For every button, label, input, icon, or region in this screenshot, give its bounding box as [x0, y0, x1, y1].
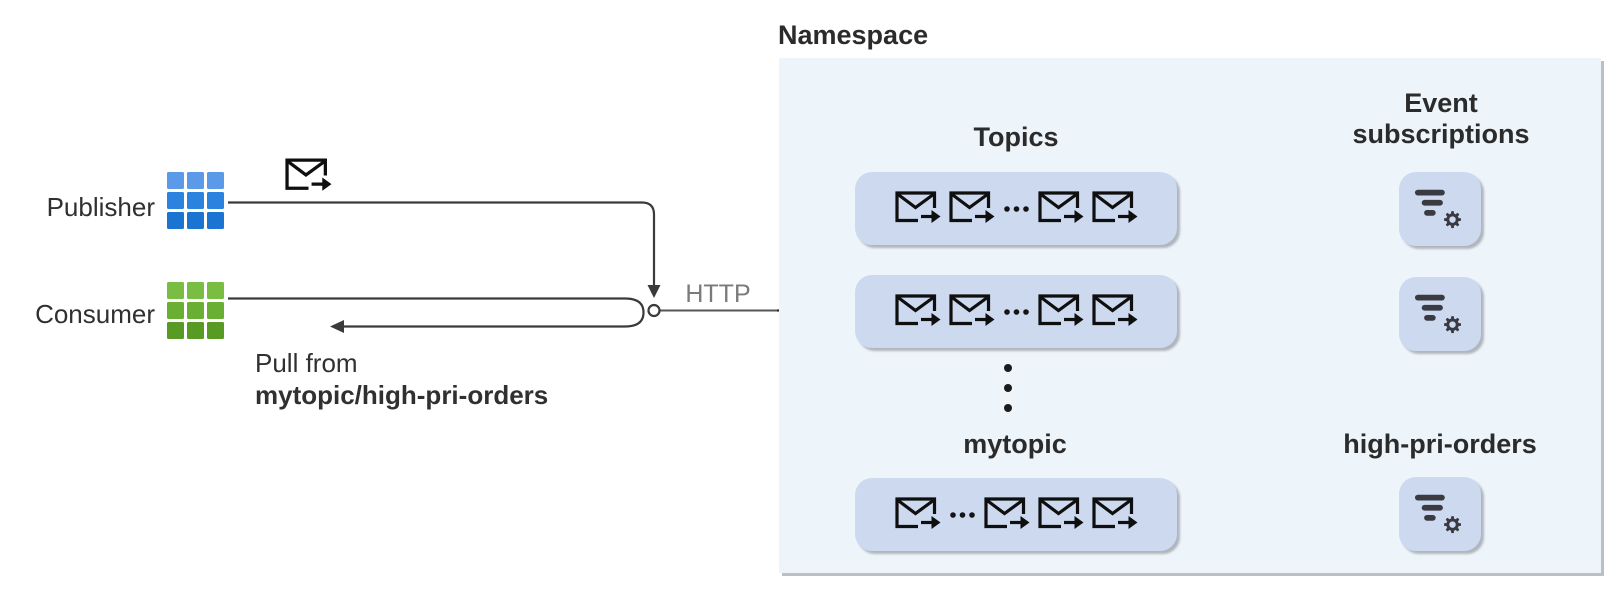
- vertical-ellipsis-icon: [1004, 364, 1012, 412]
- event-message-icon: [285, 158, 332, 195]
- envelope-event-icon: [1038, 294, 1084, 330]
- topic-row-mytopic: [855, 478, 1177, 551]
- envelope-event-icon: [949, 191, 995, 227]
- publish-flow-arrow: [228, 201, 656, 286]
- envelope-event-icon: [1038, 191, 1084, 227]
- high-pri-orders-label: high-pri-orders: [1343, 429, 1537, 459]
- pull-caption-line1: Pull from: [255, 348, 358, 378]
- mytopic-label: mytopic: [963, 429, 1067, 459]
- ellipsis-icon: [1003, 205, 1029, 212]
- envelope-event-icon: [984, 497, 1030, 533]
- envelope-event-icon: [1038, 497, 1084, 533]
- topic-row: [855, 172, 1177, 245]
- event-subscription-box: [1399, 277, 1481, 351]
- subscription-filter-gear-icon: [1414, 186, 1466, 232]
- subscription-filter-gear-icon: [1414, 491, 1466, 537]
- http-endpoint-circle: [647, 303, 661, 318]
- http-label: HTTP: [685, 280, 751, 308]
- pull-flow-arrow: [228, 297, 645, 328]
- envelope-event-icon: [895, 294, 941, 330]
- pull-caption-line2: mytopic/high-pri-orders: [255, 380, 549, 410]
- envelope-event-icon: [895, 497, 941, 533]
- envelope-event-icon: [949, 294, 995, 330]
- event-subscription-box-high-pri-orders: [1399, 477, 1481, 551]
- subscription-filter-gear-icon: [1414, 291, 1466, 337]
- envelope-event-icon: [1092, 191, 1138, 227]
- publish-arrowhead: [647, 285, 661, 298]
- subscriptions-heading: Event subscriptions: [1352, 88, 1530, 149]
- event-subscription-box: [1399, 172, 1481, 246]
- publisher-label: Publisher: [46, 192, 155, 222]
- ellipsis-icon: [1003, 308, 1029, 315]
- consumer-label: Consumer: [35, 299, 155, 329]
- publisher-app-grid-icon: [167, 172, 224, 229]
- envelope-event-icon: [895, 191, 941, 227]
- namespace-title: Namespace: [778, 20, 929, 50]
- topics-heading: Topics: [973, 122, 1059, 152]
- consumer-app-grid-icon: [167, 282, 224, 339]
- topic-row: [855, 275, 1177, 348]
- envelope-event-icon: [1092, 497, 1138, 533]
- ellipsis-icon: [949, 511, 975, 518]
- envelope-event-icon: [1092, 294, 1138, 330]
- pull-arrowhead: [330, 320, 344, 333]
